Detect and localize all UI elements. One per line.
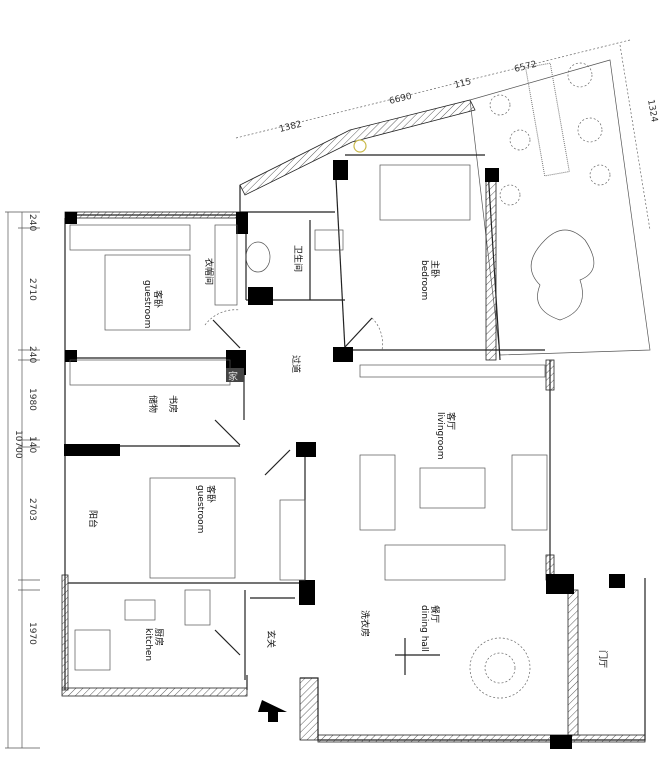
dim-top-3: 115	[453, 77, 472, 91]
room-labels: 客卧 guestroom 衣帽间 卫生间 主卧 bedroom 过道 储物 书房…	[87, 245, 609, 668]
storage-cabinet	[69, 359, 231, 386]
label-bath: 卫生间	[292, 245, 304, 272]
stove	[124, 599, 156, 621]
dim-top-1: 1382	[278, 120, 303, 135]
label-master-en: bedroom	[419, 260, 429, 300]
label-kitchen-en: kitchen	[143, 628, 153, 661]
label-guest1-cn: 客卧	[152, 290, 164, 308]
sink	[74, 629, 111, 671]
label-balcony: 阳台	[87, 510, 99, 528]
label-kitchen-cn: 厨房	[153, 628, 165, 646]
sofa	[384, 544, 506, 581]
furniture	[69, 164, 548, 699]
columns	[64, 160, 625, 749]
coffee-table	[419, 467, 486, 509]
dimension-lines-left	[5, 211, 40, 749]
garden-area	[239, 59, 651, 356]
dim-left-5: 140	[27, 436, 37, 453]
round-dining-table	[469, 637, 531, 699]
label-laundry: 洗衣房	[359, 610, 371, 637]
label-foyer: 门厅	[597, 650, 609, 668]
label-living-cn: 客厅	[445, 412, 457, 430]
toilet	[314, 229, 344, 251]
wardrobe-1	[214, 224, 238, 306]
master-bed	[149, 477, 236, 579]
dim-left-total: 10700	[13, 430, 23, 459]
dimension-lines-top: 1382 6690 115 6572 1324	[235, 39, 659, 231]
label-dining-en: dining hall	[419, 605, 429, 652]
dim-left-1: 240	[27, 214, 37, 231]
label-master-cn: 主卧	[429, 260, 441, 278]
guest-bed-1	[104, 254, 191, 331]
label-entry: 玄关	[265, 630, 277, 648]
label-living-en: livingroom	[435, 412, 445, 460]
dim-left-7: 1970	[27, 622, 37, 645]
label-wardrobe: 衣帽间	[203, 258, 215, 285]
label-study: 书房	[167, 395, 179, 413]
fridge	[184, 589, 211, 626]
label-guest1-en: guestroom	[142, 280, 152, 328]
label-guest2-en: guestroom	[195, 485, 205, 533]
armchair-right	[511, 454, 548, 531]
doors	[204, 309, 383, 656]
entry-arrow-icon	[258, 700, 287, 722]
label-hall: 过道	[290, 355, 302, 373]
dining-table-small	[379, 164, 471, 221]
label-dining-cn: 餐厅	[429, 605, 441, 623]
dim-left-4: 1980	[27, 388, 37, 411]
dim-left-2: 2710	[27, 278, 37, 301]
bathtub-sink	[245, 241, 271, 273]
dim-left-6: 2703	[27, 498, 37, 521]
label-storage: 储物	[147, 395, 159, 413]
dim-top-5: 1324	[645, 99, 659, 124]
dim-left-3: 240	[27, 346, 37, 363]
watermark: 家	[228, 370, 238, 383]
walls	[61, 154, 646, 743]
wardrobe-2	[279, 499, 306, 581]
armchair-left	[359, 454, 396, 531]
dimension-labels-left: 240 2710 240 1980 140 2703 1970 10700	[13, 214, 37, 645]
label-guest2-cn: 客卧	[205, 485, 217, 503]
dim-top-2: 6690	[388, 92, 413, 107]
